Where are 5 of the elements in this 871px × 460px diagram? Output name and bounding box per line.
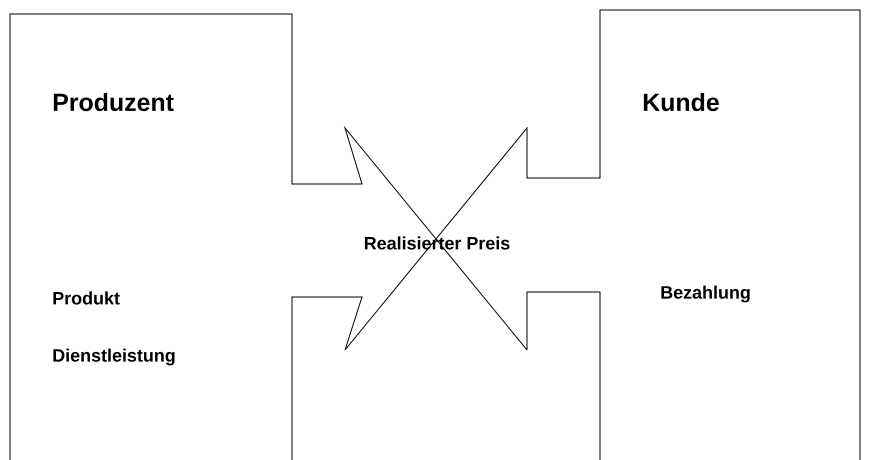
label-text: Dienstleistung [53, 348, 175, 366]
heading: Kunde [644, 92, 719, 112]
label-text: Produkt [53, 291, 120, 305]
label-text: Bezahlung [661, 286, 750, 302]
heading: Produzent [54, 92, 174, 112]
